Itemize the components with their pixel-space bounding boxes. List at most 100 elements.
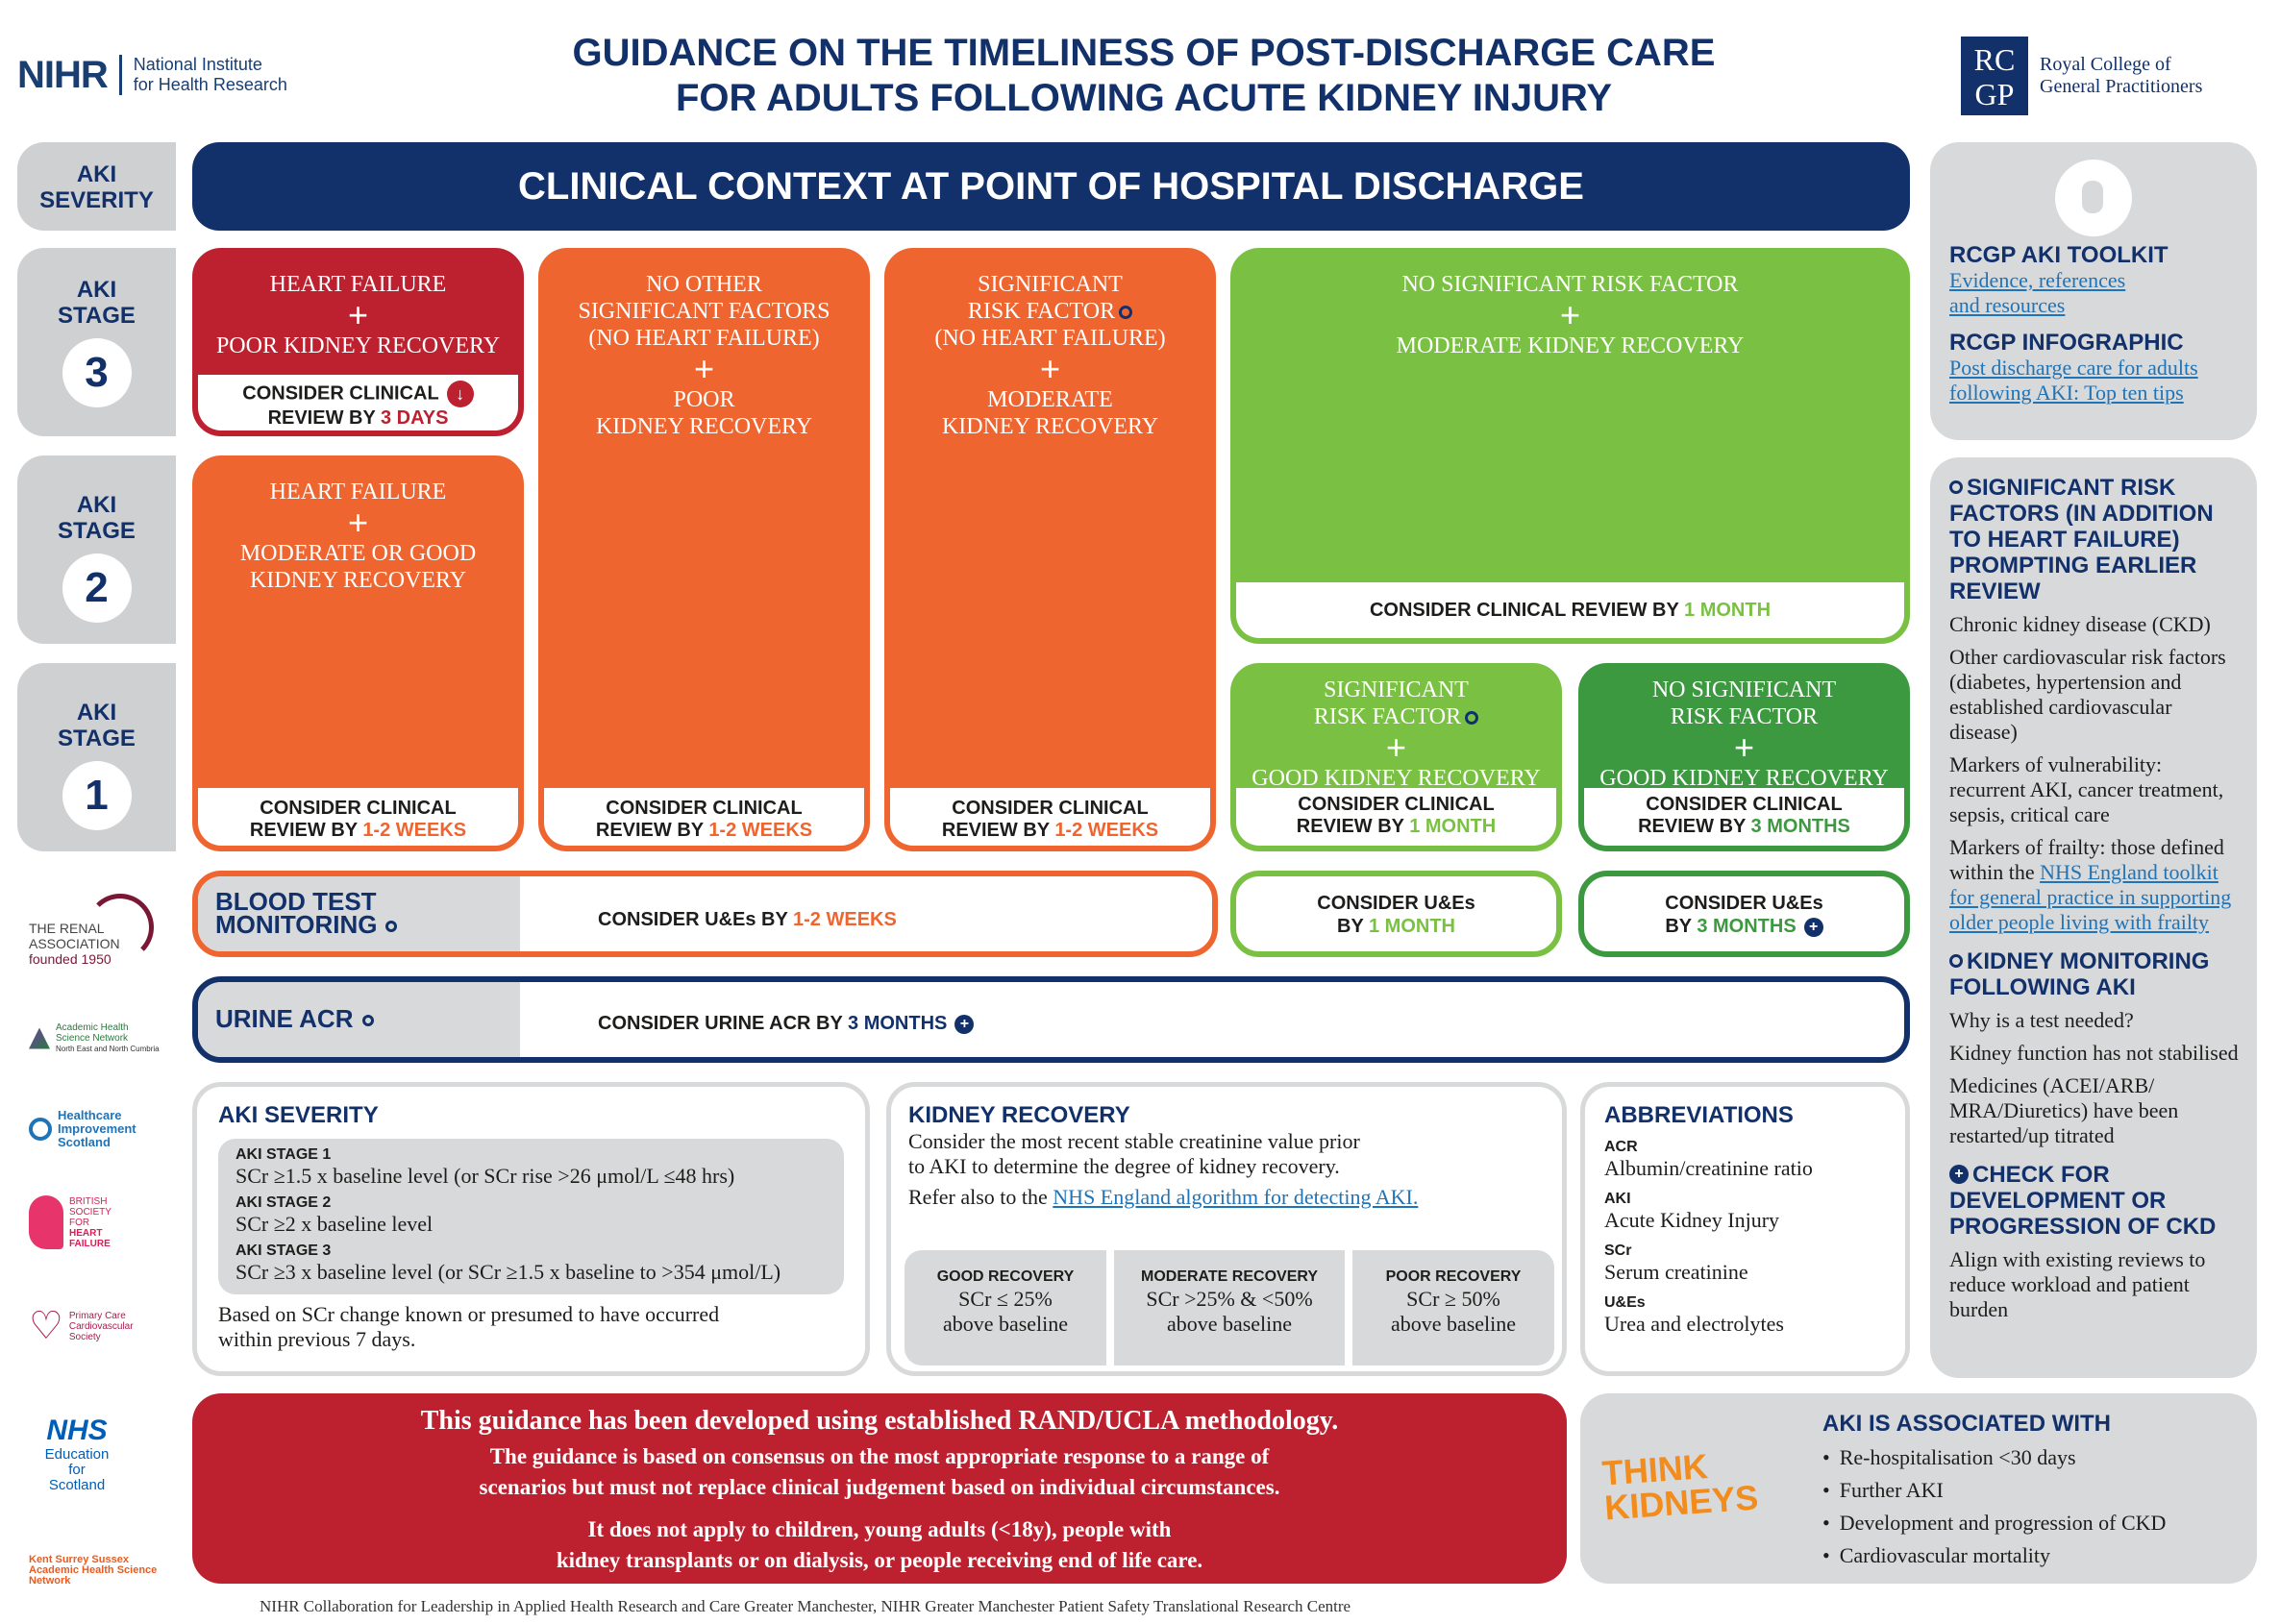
risk-factor-icon	[1119, 306, 1133, 320]
abbr-value: Serum creatinine	[1604, 1260, 1748, 1284]
monitoring-heading: KIDNEY MONITORING FOLLOWING AKI	[1949, 948, 2210, 1000]
card-heart-failure-poor-recovery: HEART FAILURE+POOR KIDNEY RECOVERY CONSI…	[192, 248, 524, 436]
associated-list: Re-hospitalisation <30 days Further AKI …	[1822, 1441, 2167, 1572]
triangle-icon	[29, 1027, 50, 1049]
arrow-down-icon: ↓	[446, 381, 474, 407]
disclaimer-exclusions: It does not apply to children, young adu…	[556, 1517, 1203, 1572]
nhs-aki-algorithm-link[interactable]: NHS England algorithm for detecting AKI.	[1053, 1185, 1419, 1209]
review-timing: CONSIDER CLINICAL REVIEW BY 1 MONTH	[1236, 582, 1904, 638]
methodology-disclaimer: This guidance has been developed using e…	[192, 1393, 1567, 1584]
abbr-value: Albumin/creatinine ratio	[1604, 1156, 1813, 1180]
aki-severity-panel: AKI SEVERITY AKI STAGE 1 SCr ≥1.5 x base…	[192, 1082, 870, 1376]
severity-definitions: AKI STAGE 1 SCr ≥1.5 x baseline level (o…	[218, 1139, 844, 1294]
monitoring-item: Kidney function has not stabilised	[1949, 1041, 2239, 1065]
risk-factor-item: Other cardiovascular risk factors (diabe…	[1949, 645, 2226, 744]
stage-1-label: AKI STAGE 1	[235, 1146, 332, 1163]
panel-heading: ABBREVIATIONS	[1604, 1102, 1794, 1128]
risk-factor-item: Markers of vulnerability: recurrent AKI,…	[1949, 752, 2224, 826]
page-title-line-1: GUIDANCE ON THE TIMELINESS OF POST-DISCH…	[572, 32, 1716, 74]
info-icon	[362, 1015, 375, 1027]
panel-heading: KIDNEY RECOVERY	[908, 1102, 1130, 1128]
risk-factor-item: Markers of frailty: those defined within…	[1949, 835, 2232, 934]
urine-acr-label: URINE ACR	[198, 982, 520, 1057]
stage-3-label: AKI STAGE 3	[235, 1243, 332, 1259]
infographic-heading: RCGP INFOGRAPHIC	[1949, 330, 2184, 356]
recovery-text: Consider the most recent stable creatini…	[908, 1129, 1360, 1178]
risk-monitoring-panel: SIGNIFICANT RISK FACTORS (IN ADDITION TO…	[1930, 457, 2257, 1378]
stage-number: 2	[62, 554, 132, 623]
stage-number: 3	[62, 338, 132, 407]
card-no-significant-risk-moderate-recovery: NO SIGNIFICANT RISK FACTOR+MODERATE KIDN…	[1230, 248, 1910, 644]
panel-heading: AKI SEVERITY	[218, 1102, 379, 1128]
abbr-key: SCr	[1604, 1243, 1632, 1259]
disclaimer-heading: This guidance has been developed using e…	[420, 1406, 1339, 1436]
disclaimer-consensus: The guidance is based on consensus on th…	[479, 1444, 1280, 1499]
heart-outline-icon: ♡	[29, 1305, 63, 1347]
abbr-value: Acute Kidney Injury	[1604, 1208, 1780, 1232]
plus-icon: +	[1803, 917, 1823, 937]
plus-icon: +	[1949, 1164, 1969, 1184]
risk-factor-icon	[1465, 711, 1479, 726]
review-timing: CONSIDER CLINICAL↓REVIEW BY 3 DAYS	[198, 375, 518, 431]
clinical-context-banner: CLINICAL CONTEXT AT POINT OF HOSPITAL DI…	[192, 142, 1910, 231]
footer-credits: NIHR Collaboration for Leadership in App…	[260, 1597, 1351, 1615]
abbr-key: U&Es	[1604, 1294, 1646, 1311]
wrench-icon	[2055, 160, 2132, 236]
nihr-mark: NIHR	[17, 53, 109, 96]
info-icon	[384, 921, 397, 933]
blood-test-instruction: CONSIDER U&Es BY 1-2 WEEKS	[598, 909, 897, 930]
severity-note: Based on SCr change known or presumed to…	[218, 1302, 720, 1351]
associated-heading: AKI IS ASSOCIATED WITH	[1822, 1411, 2111, 1437]
abbr-value: Urea and electrolytes	[1604, 1312, 1784, 1336]
circle-logo-icon	[29, 1118, 52, 1141]
abbr-key: ACR	[1604, 1139, 1638, 1155]
info-icon	[1949, 953, 1963, 968]
kidney-recovery-panel: KIDNEY RECOVERY Consider the most recent…	[886, 1082, 1567, 1376]
page-title-line-2: FOR ADULTS FOLLOWING ACUTE KIDNEY INJURY	[675, 77, 1613, 119]
stage-number: 1	[62, 761, 132, 830]
monitoring-item: Medicines (ACEI/ARB/ MRA/Diuretics) have…	[1949, 1073, 2179, 1147]
renal-arc-icon	[87, 894, 154, 961]
risk-factors-heading: SIGNIFICANT RISK FACTORS (IN ADDITION TO…	[1949, 475, 2214, 604]
list-item: Re-hospitalisation <30 days	[1822, 1441, 2166, 1474]
stage-2-label: AKI STAGE 2	[235, 1194, 332, 1211]
stage-2-definition: SCr ≥2 x baseline level	[235, 1212, 434, 1236]
list-item: Further AKI	[1822, 1474, 2166, 1507]
toolkit-heading: RCGP AKI TOOLKIT	[1949, 242, 2168, 268]
nhs-frailty-toolkit-link[interactable]: NHS England toolkit for general practice…	[1949, 860, 2232, 934]
stage-3-definition: SCr ≥3 x baseline level (or SCr ≥1.5 x b…	[235, 1260, 781, 1284]
list-item: Development and progression of CKD	[1822, 1507, 2167, 1539]
list-item: Cardiovascular mortality	[1822, 1539, 2166, 1572]
